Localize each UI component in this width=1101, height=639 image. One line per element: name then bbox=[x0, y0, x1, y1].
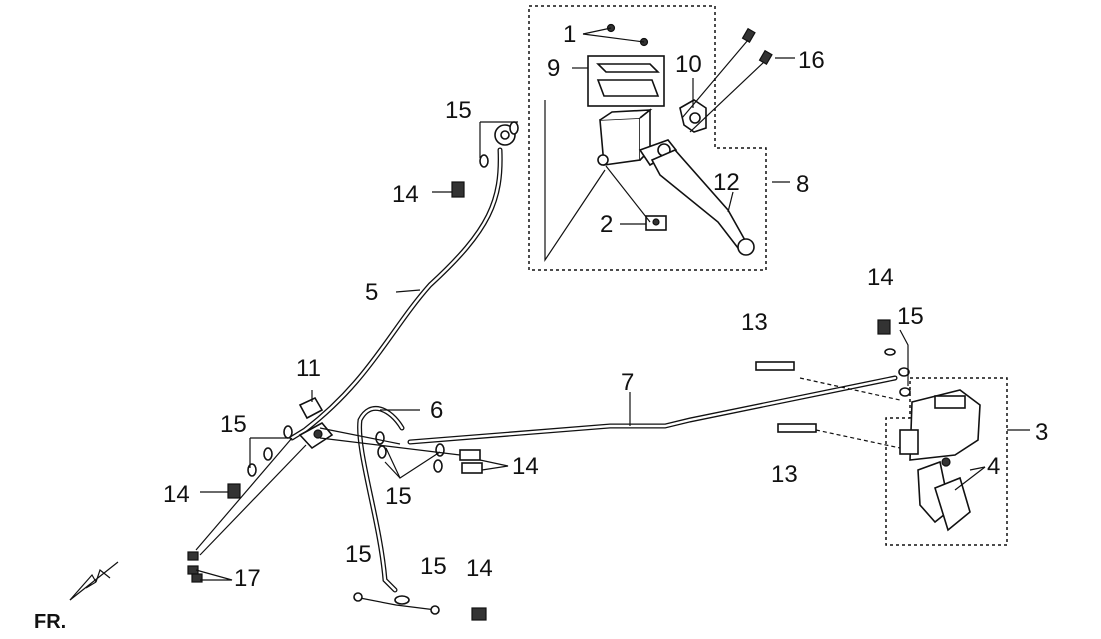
reservoir-cap-and-diaphragm bbox=[587, 55, 665, 107]
label-14c: 14 bbox=[512, 453, 539, 480]
brake-lever bbox=[650, 149, 755, 256]
caliper-group-box bbox=[885, 377, 1008, 546]
label-7: 7 bbox=[621, 369, 634, 396]
bolt-14e bbox=[471, 607, 487, 621]
leader-lines bbox=[395, 27, 1030, 431]
lever-clamp bbox=[679, 99, 707, 133]
label-16: 16 bbox=[798, 47, 825, 74]
right-fittings bbox=[877, 319, 911, 397]
caliper-bolts bbox=[755, 361, 901, 449]
label-2: 2 bbox=[600, 211, 613, 238]
label-10: 10 bbox=[675, 51, 702, 78]
brake-light-switch bbox=[645, 215, 667, 231]
label-15a: 15 bbox=[445, 97, 472, 124]
label-14d: 14 bbox=[163, 481, 190, 508]
brake-caliper bbox=[899, 389, 986, 532]
cap-screws bbox=[606, 23, 649, 47]
label-1: 1 bbox=[563, 21, 576, 48]
label-4: 4 bbox=[987, 453, 1000, 480]
label-14a: 14 bbox=[392, 181, 419, 208]
label-15b: 15 bbox=[897, 303, 924, 330]
label-9: 9 bbox=[547, 55, 560, 82]
left-fittings bbox=[187, 425, 307, 583]
label-11: 11 bbox=[296, 355, 321, 382]
label-14b: 14 bbox=[867, 264, 894, 291]
label-3: 3 bbox=[1035, 419, 1048, 446]
label-13b: 13 bbox=[771, 461, 798, 488]
label-13a: 13 bbox=[741, 309, 768, 336]
label-17: 17 bbox=[234, 565, 261, 592]
banjo-bolt-14a bbox=[432, 181, 465, 198]
direction-label: FR. bbox=[34, 611, 66, 633]
label-6: 6 bbox=[430, 397, 443, 424]
label-8: 8 bbox=[796, 171, 809, 198]
label-15d: 15 bbox=[385, 483, 412, 510]
center-fittings bbox=[319, 427, 509, 479]
front-direction-arrow bbox=[69, 561, 119, 601]
label-5: 5 bbox=[365, 279, 378, 306]
master-cylinder-group-box bbox=[528, 5, 767, 271]
label-15f: 15 bbox=[420, 553, 447, 580]
label-15e: 15 bbox=[345, 541, 372, 568]
label-15c: 15 bbox=[220, 411, 247, 438]
brake-hose-7 bbox=[407, 375, 898, 445]
label-14e: 14 bbox=[466, 555, 493, 582]
label-12: 12 bbox=[713, 169, 740, 196]
master-cylinder bbox=[597, 108, 678, 167]
